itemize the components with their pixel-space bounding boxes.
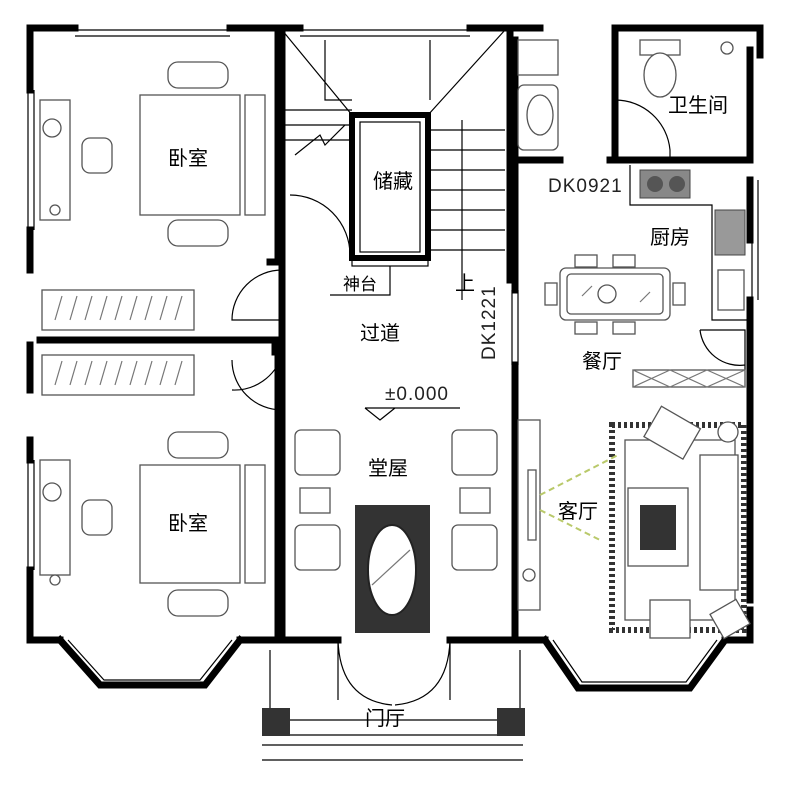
bathroom-fixtures [517, 39, 734, 151]
label-bedroom-top: 卧室 [168, 146, 208, 170]
label-dining: 餐厅 [582, 349, 622, 373]
label-entrance-hall: 门厅 [365, 706, 405, 730]
kitchen-dining-furniture [544, 169, 746, 388]
window-lines [27, 29, 759, 570]
doors [231, 99, 671, 411]
label-kitchen: 厨房 [650, 225, 690, 249]
label-living: 客厅 [558, 499, 598, 523]
label-corridor: 过道 [360, 321, 400, 345]
porch [262, 639, 525, 761]
label-bedroom-bottom: 卧室 [168, 511, 208, 535]
label-main-hall: 堂屋 [368, 456, 408, 480]
door-code-kitchen: DK0921 [548, 176, 623, 197]
room-labels: 卧室 卧室 储藏 神台 上 过道 堂屋 门厅 卫生间 厨房 餐厅 客厅 DK09… [168, 93, 728, 730]
living-furniture [517, 405, 751, 640]
stairs [281, 29, 506, 300]
label-shrine: 神台 [343, 275, 377, 295]
label-storage: 储藏 [373, 169, 413, 193]
label-stairs-up: 上 [455, 271, 475, 295]
walls [26, 24, 764, 644]
door-code-corridor: DK1221 [479, 285, 500, 360]
bedroom-bottom-furniture [39, 354, 266, 617]
elevation-mark: ±0.000 [385, 384, 449, 405]
bay-windows [55, 635, 730, 692]
hall-furniture [294, 407, 498, 633]
bedroom-top-furniture [39, 61, 266, 331]
label-bathroom: 卫生间 [668, 93, 728, 117]
